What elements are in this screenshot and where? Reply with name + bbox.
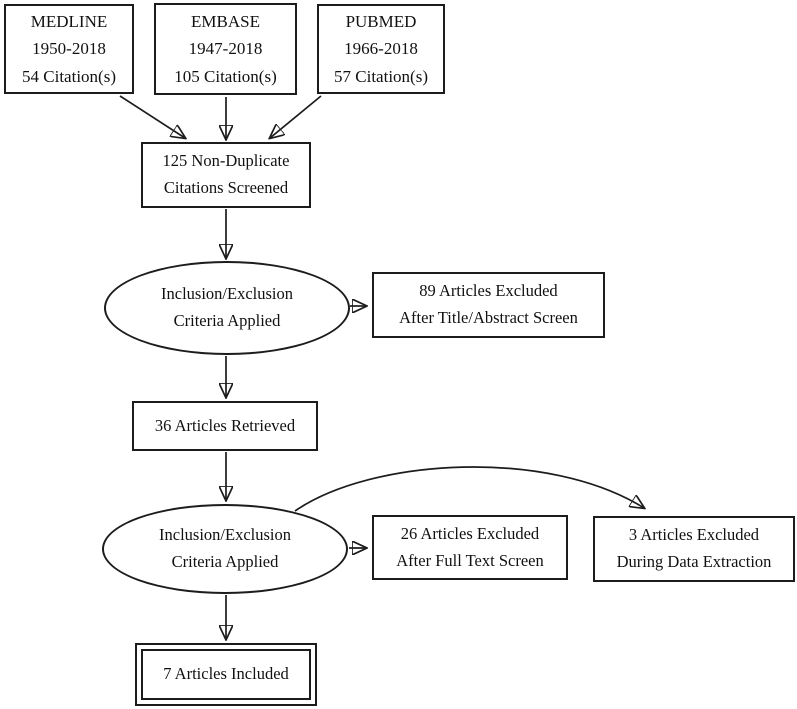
- arrow-medline-to-screened: [119, 95, 185, 138]
- source-years: 1950-2018: [32, 39, 106, 59]
- source-box-embase: EMBASE 1947-2018 105 Citation(s): [154, 3, 297, 95]
- source-citations: 57 Citation(s): [334, 66, 428, 86]
- arrow-criteria2-to-excluded-extraction: [294, 466, 644, 512]
- excluded-line1: 26 Articles Excluded: [400, 523, 540, 543]
- retrieved-box: 36 Articles Retrieved: [132, 401, 318, 451]
- excluded-full-text-box: 26 Articles Excluded After Full Text Scr…: [372, 515, 568, 580]
- source-name: PUBMED: [345, 11, 417, 31]
- criteria-line2: Criteria Applied: [173, 311, 281, 330]
- included-line1: 7 Articles Included: [163, 664, 289, 684]
- screened-line2: Citations Screened: [163, 178, 289, 197]
- source-name: MEDLINE: [30, 11, 108, 31]
- excluded-line2: After Title/Abstract Screen: [399, 308, 578, 327]
- excluded-data-extraction-box: 3 Articles Excluded During Data Extracti…: [593, 516, 795, 582]
- criteria-ellipse-2: Inclusion/Exclusion Criteria Applied: [102, 504, 348, 594]
- excluded-title-abstract-box: 89 Articles Excluded After Title/Abstrac…: [372, 272, 605, 338]
- screened-line1: 125 Non-Duplicate: [162, 151, 290, 171]
- source-box-medline: MEDLINE 1950-2018 54 Citation(s): [4, 4, 134, 94]
- retrieved-line1: 36 Articles Retrieved: [154, 415, 296, 435]
- excluded-line2: After Full Text Screen: [396, 550, 544, 570]
- source-citations: 54 Citation(s): [22, 66, 116, 86]
- criteria-line1: Inclusion/Exclusion: [161, 284, 293, 304]
- criteria-line2: Criteria Applied: [171, 552, 279, 571]
- arrow-pubmed-to-screened: [270, 95, 322, 138]
- source-citations: 105 Citation(s): [174, 66, 277, 86]
- included-box-inner: 7 Articles Included: [141, 649, 311, 700]
- criteria-ellipse-1: Inclusion/Exclusion Criteria Applied: [104, 261, 350, 355]
- source-box-pubmed: PUBMED 1966-2018 57 Citation(s): [317, 4, 445, 94]
- excluded-line2: During Data Extraction: [616, 552, 772, 571]
- source-years: 1947-2018: [188, 39, 263, 59]
- included-box: 7 Articles Included: [135, 643, 317, 706]
- source-years: 1966-2018: [344, 39, 418, 59]
- excluded-line1: 89 Articles Excluded: [419, 281, 558, 301]
- screened-box: 125 Non-Duplicate Citations Screened: [141, 142, 311, 208]
- source-name: EMBASE: [191, 11, 260, 31]
- excluded-line1: 3 Articles Excluded: [628, 525, 760, 545]
- criteria-line1: Inclusion/Exclusion: [159, 525, 291, 545]
